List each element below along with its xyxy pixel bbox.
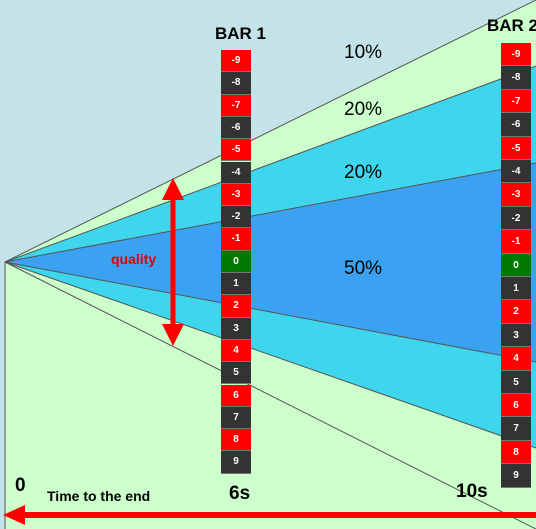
band-label-middle-inner: 20% bbox=[344, 162, 383, 183]
bar-1-cell: -7 bbox=[221, 94, 251, 117]
bar-1-cell: 8 bbox=[221, 429, 251, 452]
cone-edge-top-middle bbox=[4, 65, 536, 263]
bar-2-cell: 1 bbox=[501, 277, 531, 301]
origin-label: 0 bbox=[15, 475, 26, 496]
bar-1-title: BAR 1 bbox=[215, 24, 267, 43]
time-axis-label: Time to the end bbox=[47, 488, 151, 504]
quality-arrow-head-down bbox=[162, 324, 184, 346]
bar-1-cell: 6 bbox=[221, 384, 251, 407]
bar-1-cell: -8 bbox=[221, 72, 251, 95]
bar-1-cell: 1 bbox=[221, 273, 251, 296]
bar-1-cell: 3 bbox=[221, 317, 251, 340]
bar-1-cell: -3 bbox=[221, 183, 251, 207]
bar-1-cell: -1 bbox=[221, 228, 251, 251]
bar-1-cell: 5 bbox=[221, 362, 251, 385]
bar-2-cell: -1 bbox=[501, 230, 531, 254]
bar-1-cell: 4 bbox=[221, 339, 251, 363]
bar-2-cell: 4 bbox=[501, 347, 531, 371]
quality-arrow-head-up bbox=[162, 178, 184, 200]
bar-2-time-label: 10s bbox=[456, 481, 488, 502]
bar-1-cell: 2 bbox=[221, 295, 251, 318]
cone-edge-bottom-middle bbox=[4, 261, 536, 449]
bar-2-cell: -3 bbox=[501, 183, 531, 207]
bar-2-cell: -6 bbox=[501, 113, 531, 137]
bar-1-cell: 0 bbox=[221, 250, 251, 273]
band-label-outer: 10% bbox=[344, 42, 383, 63]
bar-2-title: BAR 2 bbox=[487, 16, 536, 35]
bar-2-cell: 7 bbox=[501, 417, 531, 441]
bar-2-cell: -9 bbox=[501, 43, 531, 67]
cone-edge-top-outer bbox=[4, 0, 536, 263]
inner-band-blue bbox=[5, 163, 536, 362]
bar-2-cell: -2 bbox=[501, 206, 531, 231]
quality-arrow bbox=[162, 178, 184, 346]
bar-1-cell: -2 bbox=[221, 206, 251, 229]
bar-2-cell: 9 bbox=[501, 464, 531, 488]
time-arrow bbox=[3, 505, 536, 525]
bar-2-cell: 0 bbox=[501, 253, 531, 277]
bar-1-time-label: 6s bbox=[229, 483, 251, 504]
bar-2-cell: 2 bbox=[501, 300, 531, 324]
bar-1-cell: -6 bbox=[221, 116, 251, 140]
cone-edge-bottom-inner bbox=[4, 261, 536, 363]
bar-2-cell: 6 bbox=[501, 394, 531, 418]
bar-2-cell: 8 bbox=[501, 440, 531, 465]
cone-edge-bottom-outer bbox=[4, 261, 536, 529]
bar-2-cell: 5 bbox=[501, 370, 531, 394]
bar-2-cell: -8 bbox=[501, 66, 531, 90]
time-arrow-head bbox=[3, 505, 25, 525]
bar-2-cell: 3 bbox=[501, 323, 531, 348]
bar-2-cell: -4 bbox=[501, 160, 531, 184]
band-label-middle-top: 20% bbox=[344, 99, 383, 120]
bar-1-cell: -9 bbox=[221, 50, 251, 73]
bar-2-cell: -5 bbox=[501, 136, 531, 160]
bar-2-cell: -7 bbox=[501, 89, 531, 114]
bar-1-cell: 9 bbox=[221, 451, 251, 474]
quality-label: quality bbox=[111, 251, 157, 267]
cone-edge-top-inner bbox=[4, 162, 536, 263]
bar-1-cell: 7 bbox=[221, 406, 251, 430]
bar-1-cell: -4 bbox=[221, 161, 251, 184]
bar-1-cell: -5 bbox=[221, 139, 251, 162]
band-label-center: 50% bbox=[344, 258, 383, 279]
